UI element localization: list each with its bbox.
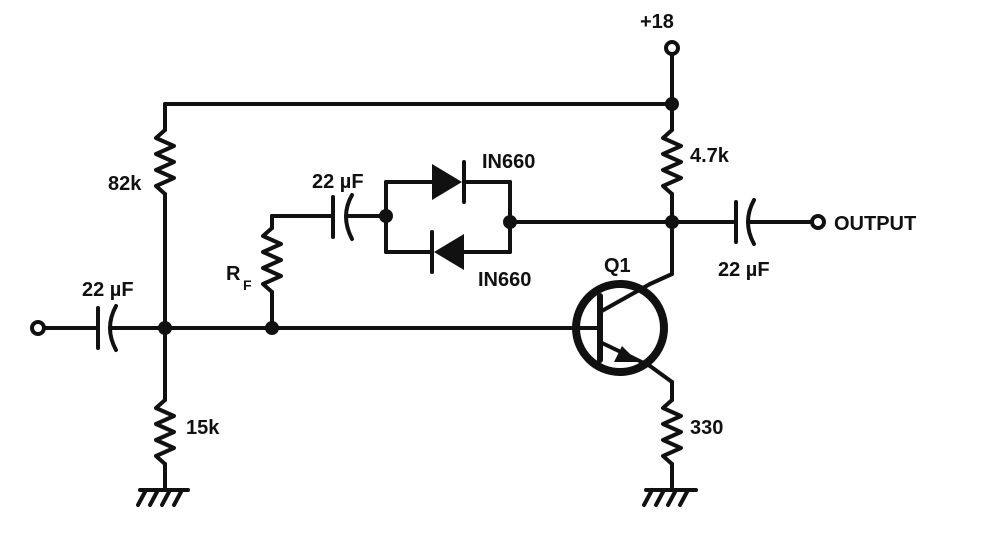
resistor-330-label: 330 [690, 417, 723, 439]
diode-bridge-wires [384, 180, 512, 254]
resistor-rf-label: R [226, 263, 241, 285]
feedback-capacitor [331, 193, 388, 241]
output-capacitor [670, 198, 814, 246]
input-capacitor-label: 22 µF [82, 279, 134, 301]
resistor-82k [154, 102, 176, 330]
resistor-4-7k [661, 102, 683, 224]
diode-lower-symbol [430, 230, 464, 274]
feedback-capacitor-label: 22 µF [312, 171, 364, 193]
input-capacitor [96, 304, 167, 352]
output-label: OUTPUT [834, 213, 916, 235]
resistor-4-7k-label: 4.7k [690, 145, 730, 167]
ground-right-symbol [642, 488, 698, 507]
output-capacitor-label: 22 µF [718, 259, 770, 281]
diode-upper-symbol [432, 160, 466, 204]
resistor-rf-subscript: F [243, 277, 252, 293]
transistor-q1-symbol [572, 220, 674, 384]
resistor-rf [261, 214, 335, 330]
resistor-330 [661, 380, 683, 492]
resistor-15k-label: 15k [186, 417, 220, 439]
resistor-15k [154, 326, 176, 492]
resistor-82k-label: 82k [108, 173, 142, 195]
input-terminal [30, 320, 100, 336]
diode-upper-label: IN660 [482, 151, 535, 173]
ground-left-symbol [136, 488, 190, 507]
diode-lower-label: IN660 [478, 269, 531, 291]
output-terminal [810, 214, 826, 230]
supply-label: +18 [640, 11, 674, 33]
supply-terminal [664, 40, 680, 106]
transistor-q1-label: Q1 [604, 255, 631, 277]
